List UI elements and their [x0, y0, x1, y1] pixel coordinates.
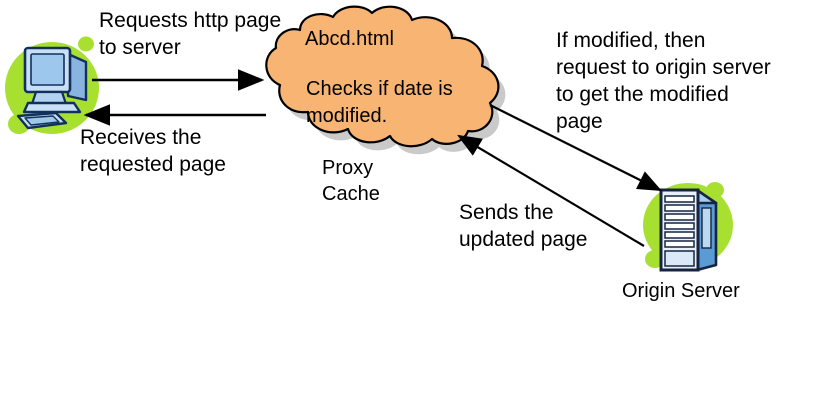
label-proxy-cache: Proxy Cache: [322, 157, 380, 205]
label-receives-requested-page: Receives the requested page: [80, 126, 226, 176]
cloud-body-icon: [265, 5, 500, 148]
client-computer-icon: [5, 36, 99, 134]
arrow-origin-to-proxy: [457, 134, 645, 247]
label-origin-server: Origin Server: [622, 280, 740, 302]
label-requests-http-page: Requests http page to server: [99, 9, 282, 59]
origin-server-icon: [643, 182, 733, 272]
label-sends-updated-page: Sends the updated page: [459, 201, 588, 251]
cloud-check-text: Checks if date is modified.: [306, 78, 453, 127]
label-if-modified: If modified, then request to origin serv…: [556, 29, 771, 133]
cloud-filename-text: Abcd.html: [305, 28, 394, 50]
arrow-proxy-to-origin: [489, 104, 662, 191]
